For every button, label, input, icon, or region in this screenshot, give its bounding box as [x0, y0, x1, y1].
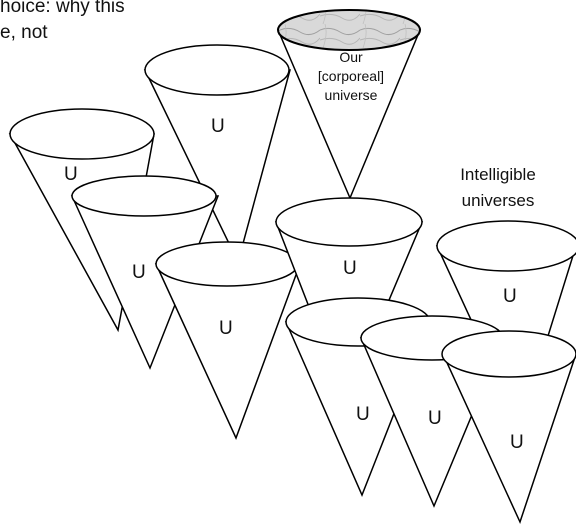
intelligible-label-2: universes — [462, 191, 535, 210]
cone-front-3: U — [441, 330, 576, 525]
cone-label-8: U — [428, 408, 442, 429]
cone-label-9: U — [510, 432, 524, 453]
caption-line-2: e, not — [0, 22, 48, 43]
our-universe-label-2: [corporeal] — [318, 68, 384, 84]
cone-label-1: U — [64, 164, 78, 185]
cone-label-5: U — [343, 258, 357, 279]
cone-our-universe: Our [corporeal] universe — [276, 9, 422, 200]
cone-left-middle: U — [70, 175, 220, 370]
cone-label-2: U — [211, 116, 225, 137]
caption-line-1: hoice: why this — [0, 0, 125, 17]
our-universe-label-3: universe — [325, 87, 378, 103]
cone-mid-back: U — [143, 44, 291, 265]
cone-center-middle: U — [154, 241, 302, 440]
cone-label-7: U — [356, 404, 370, 425]
cone-label-6: U — [503, 286, 517, 307]
cone-label-4: U — [219, 318, 233, 339]
cone-label-3: U — [132, 262, 146, 283]
intelligible-label-1: Intelligible — [460, 165, 536, 184]
our-universe-label-1: Our — [339, 49, 363, 65]
